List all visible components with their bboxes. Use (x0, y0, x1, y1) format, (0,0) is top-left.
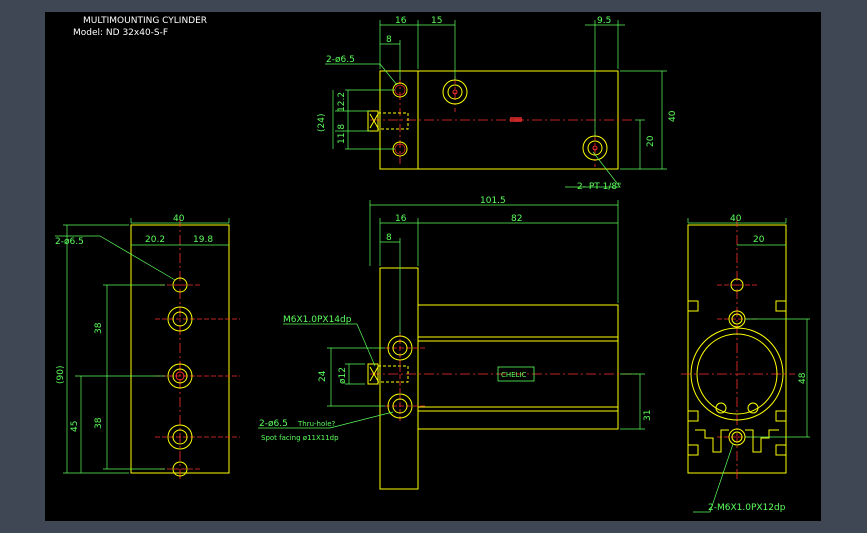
svg-text:20: 20 (646, 135, 656, 147)
svg-text:20.2: 20.2 (145, 235, 165, 245)
right-view (681, 217, 795, 480)
front-view-dimensions (258, 200, 645, 430)
top-view-dimensions (325, 20, 667, 188)
svg-text:24: 24 (318, 370, 328, 382)
svg-text:45: 45 (70, 421, 80, 432)
svg-text:Spot facing ø11X11dp: Spot facing ø11X11dp (261, 434, 339, 442)
svg-text:82: 82 (511, 214, 522, 224)
svg-text:20: 20 (753, 235, 765, 245)
svg-text:M6X1.0PX14dp: M6X1.0PX14dp (283, 315, 352, 325)
svg-text:11.8: 11.8 (337, 124, 347, 144)
drawing-title: MULTIMOUNTING CYLINDER (83, 16, 207, 26)
svg-text:38: 38 (94, 322, 104, 334)
cad-viewport[interactable]: MULTIMOUNTING CYLINDER Model: ND 32x40-S… (45, 12, 821, 521)
left-view-labels: 40 20.2 19.8 2-ø6.5 38 (90) 45 38 (55, 214, 213, 432)
svg-text:16: 16 (395, 214, 407, 224)
chelic-logo: CHELIC (501, 371, 527, 379)
svg-text:40: 40 (173, 214, 185, 224)
svg-text:19.8: 19.8 (193, 235, 213, 245)
svg-text:(24): (24) (317, 114, 327, 132)
svg-text:48: 48 (798, 372, 808, 384)
svg-text:15: 15 (431, 16, 442, 26)
svg-text:31: 31 (643, 410, 653, 421)
svg-text:38: 38 (94, 417, 104, 429)
top-view (367, 70, 635, 170)
top-view-labels: 16 15 9.5 8 2-ø6.5 40 20 (24) 12.2 11.8 … (317, 16, 678, 192)
left-view (130, 217, 240, 480)
svg-text:40: 40 (668, 110, 678, 122)
left-view-dimensions (55, 218, 230, 474)
svg-text:8: 8 (386, 35, 392, 45)
svg-text:2- PT 1/8": 2- PT 1/8" (577, 182, 621, 192)
svg-text:(90): (90) (56, 366, 66, 384)
svg-text:16: 16 (395, 16, 407, 26)
svg-text:101.5: 101.5 (480, 196, 506, 206)
svg-text:2-M6X1.0PX12dp: 2-M6X1.0PX12dp (708, 503, 786, 513)
drawing-model: Model: ND 32x40-S-F (73, 28, 168, 38)
front-view-labels: 101.5 16 82 8 M6X1.0PX14dp 24 ø12 31 2-ø… (259, 196, 653, 442)
svg-text:40: 40 (730, 214, 742, 224)
svg-text:9.5: 9.5 (597, 16, 611, 26)
right-view-dimensions (687, 218, 810, 513)
svg-text:2-ø6.5: 2-ø6.5 (326, 55, 355, 65)
front-view: CHELIC (367, 267, 640, 490)
svg-text:2-ø6.5: 2-ø6.5 (259, 419, 288, 429)
svg-text:2-ø6.5: 2-ø6.5 (55, 237, 84, 247)
svg-text:Thru-hole?: Thru-hole? (297, 420, 336, 428)
svg-text:8: 8 (386, 233, 392, 243)
svg-text:12.2: 12.2 (337, 92, 347, 112)
right-view-labels: 40 20 48 2-M6X1.0PX12dp (708, 214, 808, 513)
svg-text:ø12: ø12 (338, 367, 348, 384)
cad-drawing: MULTIMOUNTING CYLINDER Model: ND 32x40-S… (55, 16, 810, 513)
